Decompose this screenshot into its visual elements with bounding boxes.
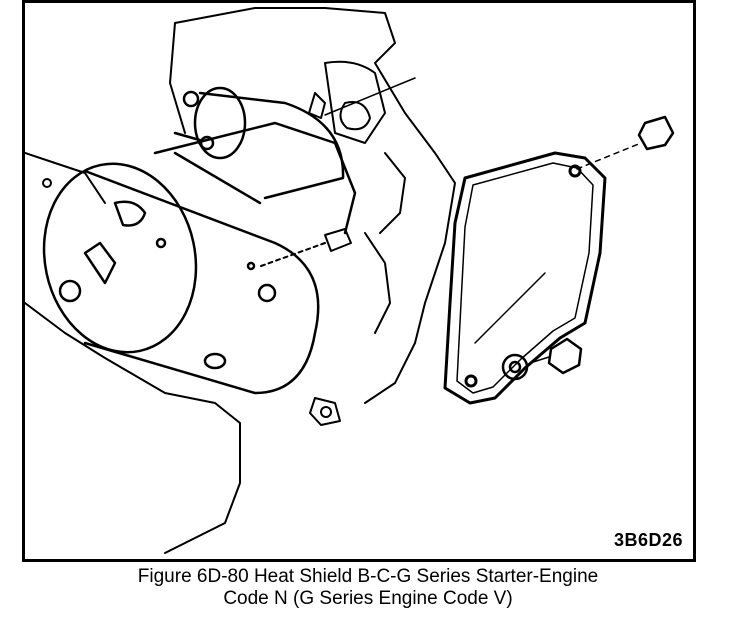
caption-line-2: Code N (G Series Engine Code V)	[223, 588, 513, 609]
heat-shield	[443, 151, 607, 405]
heat-shield-fasteners	[501, 115, 675, 381]
starter-heat-shield-illustration	[25, 7, 675, 554]
starter-motor	[42, 121, 357, 395]
figure-frame: 3B6D26	[22, 0, 696, 562]
figure-code: 3B6D26	[613, 530, 683, 550]
figure-caption: Figure 6D-80 Heat Shield B-C-G Series St…	[0, 566, 736, 610]
solenoid	[173, 86, 345, 200]
engine-block	[169, 7, 456, 404]
bell-housing	[25, 152, 241, 554]
mounting-bolts	[260, 77, 416, 426]
caption-line-1: Figure 6D-80 Heat Shield B-C-G Series St…	[137, 566, 599, 587]
